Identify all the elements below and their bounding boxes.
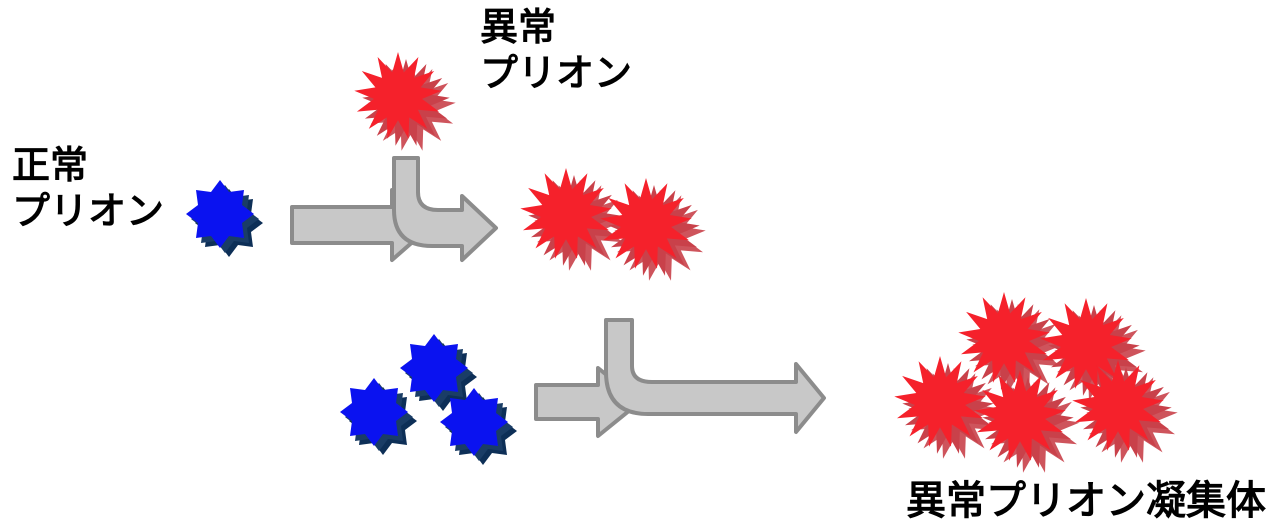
- aggregate-label: 異常プリオン凝集体: [906, 478, 1266, 524]
- abnormal-prion-label: 異常 プリオン: [480, 4, 632, 96]
- normal-prion-label: 正常 プリオン: [12, 142, 164, 234]
- abnormal-prion: [520, 168, 626, 271]
- abnormal-prion: [958, 292, 1064, 395]
- abnormal-prion: [354, 52, 456, 151]
- abnormal-prion: [974, 370, 1080, 473]
- normal-prion: [186, 180, 263, 257]
- normal-prion: [440, 388, 517, 465]
- abnormal-prion: [1072, 360, 1178, 463]
- abnormal-prion: [894, 356, 1000, 459]
- normal-prion-label-line2: プリオン: [12, 189, 165, 233]
- aggregate-label-text: 異常プリオン凝集体: [906, 478, 1266, 524]
- abnormal-prion: [600, 178, 706, 281]
- abnormal-prion-layer: [354, 52, 1178, 473]
- normal-prion-cluster: [340, 334, 517, 465]
- normal-prion: [340, 378, 417, 455]
- abnormal-prion-label-line1: 異常: [480, 5, 557, 49]
- arrow-top-merge: [392, 156, 498, 262]
- abnormal-prion-label-line2: プリオン: [480, 51, 633, 95]
- arrow-bottom-merge: [604, 318, 826, 434]
- normal-prion-label-line1: 正常: [12, 143, 89, 187]
